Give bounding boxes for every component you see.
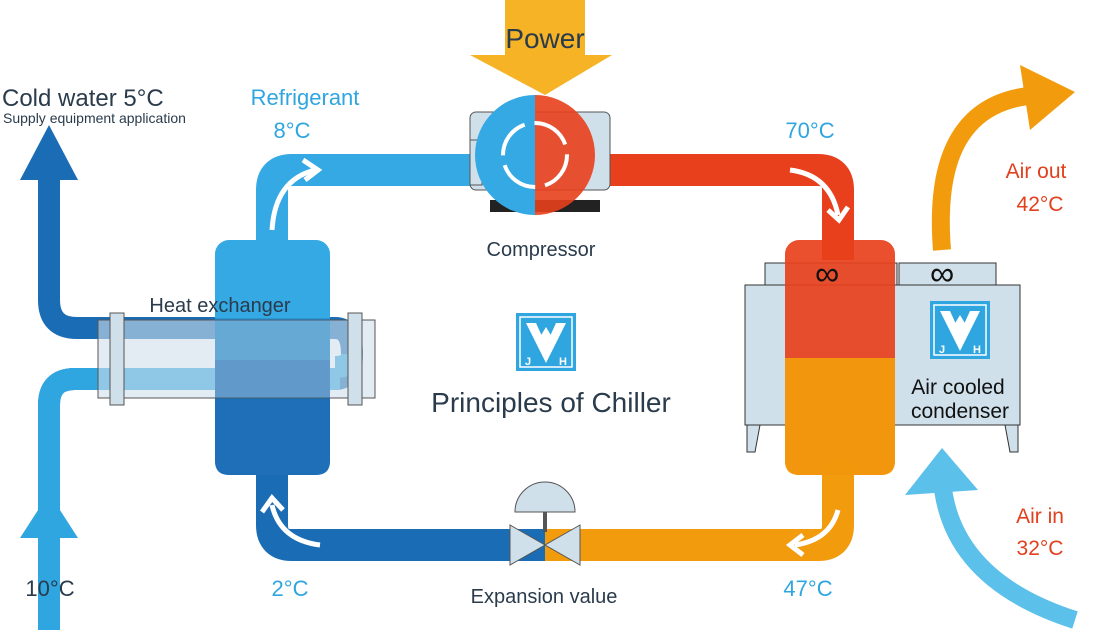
flow-arrows (259, 157, 851, 557)
expansion-valve-label: Expansion value (471, 586, 618, 608)
air-out-label: Air out (1006, 160, 1067, 183)
compressor (469, 95, 611, 215)
return-water-arrow-icon (20, 493, 78, 538)
hot-gas-pipe (600, 154, 854, 260)
cold-water-sub: Supply equipment application (3, 110, 186, 126)
jvh-logo (515, 312, 577, 372)
liquid-temp: 47°C (783, 576, 832, 601)
air-in-arrow-icon (905, 448, 978, 495)
power-arrow-icon (470, 0, 612, 95)
air-out-temp: 42°C (1017, 193, 1064, 216)
cold-water-label: Cold water 5°C (2, 85, 164, 112)
air-out-arrow-icon (1020, 65, 1075, 130)
expanded-temp: 2°C (272, 576, 309, 601)
hot-gas-temp: 70°C (785, 118, 834, 143)
compressor-label: Compressor (487, 239, 596, 261)
cold-suction-pipe (256, 154, 480, 260)
heat-exchanger-label: Heat exchanger (149, 295, 291, 317)
air-cooled-condenser: ∞ ∞ (744, 240, 1021, 475)
air-out-arrow (931, 86, 1041, 251)
fan-icon: ∞ (930, 255, 954, 293)
refrigerant-temp: 8°C (274, 118, 311, 143)
refrigerant-label: Refrigerant (251, 85, 360, 110)
air-in-label: Air in (1016, 505, 1064, 528)
diagram-title: Principles of Chiller (431, 387, 671, 418)
heat-exchanger (97, 240, 376, 475)
air-in-arrow (933, 479, 1078, 629)
power-label: Power (505, 23, 584, 54)
liquid-pipe (545, 460, 854, 561)
return-water-temp: 10°C (25, 576, 74, 601)
fan-icon: ∞ (815, 255, 839, 293)
jvh-logo (929, 300, 991, 360)
condenser-label-1: Air cooled (911, 376, 1004, 399)
expansion-valve (509, 481, 581, 566)
air-in-temp: 32°C (1017, 537, 1064, 560)
cold-water-arrow-icon (20, 125, 78, 180)
condenser-label-2: condenser (911, 400, 1009, 423)
expanded-pipe (256, 460, 545, 561)
